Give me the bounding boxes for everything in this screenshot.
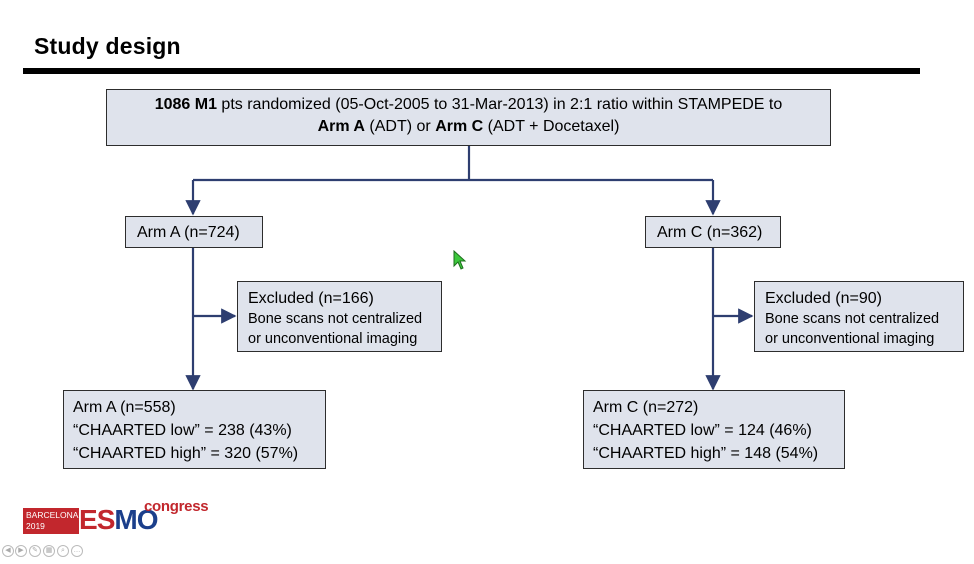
esmo-congress-logo: BARCELONA 2019 ESMO congress xyxy=(23,498,209,540)
slide-title: Study design xyxy=(34,33,181,59)
arm-a-excluded-reason-1: Bone scans not centralized xyxy=(248,311,423,327)
arm-c-name: Arm C xyxy=(435,118,484,135)
slideshow-controls[interactable]: ◀ ▶ ✎ ▦ ⌕ … xyxy=(0,545,110,559)
arm-c-chaarted-high: “CHAARTED high” = 148 (54%) xyxy=(593,445,819,462)
arm-a-final-box: Arm A (n=558) “CHAARTED low” = 238 (43%)… xyxy=(63,390,326,469)
previous-slide-icon[interactable]: ◀ xyxy=(2,545,14,557)
next-slide-icon[interactable]: ▶ xyxy=(15,545,27,557)
arm-c-treatment: (ADT + Docetaxel) xyxy=(483,118,620,135)
arm-a-final-label: Arm A (n=558) xyxy=(73,399,176,416)
logo-year: 2019 xyxy=(26,521,45,531)
arm-c-box: Arm C (n=362) xyxy=(645,216,781,248)
arm-c-chaarted-low: “CHAARTED low” = 124 (46%) xyxy=(593,422,812,439)
arm-a-chaarted-high: “CHAARTED high” = 320 (57%) xyxy=(73,445,299,462)
logo-suffix: congress xyxy=(144,498,209,515)
total-patients: 1086 M1 xyxy=(154,96,217,113)
title-underline xyxy=(23,68,920,74)
arm-a-excluded-title: Excluded (n=166) xyxy=(248,290,374,307)
arm-c-final-box: Arm C (n=272) “CHAARTED low” = 124 (46%)… xyxy=(583,390,845,469)
pen-icon[interactable]: ✎ xyxy=(29,545,41,557)
arm-c-excluded-reason-1: Bone scans not centralized xyxy=(765,311,940,327)
logo-city: BARCELONA xyxy=(26,510,79,520)
randomization-text: pts randomized (05-Oct-2005 to 31-Mar-20… xyxy=(216,96,783,113)
slides-icon[interactable]: ▦ xyxy=(43,545,55,557)
more-options-icon[interactable]: … xyxy=(71,545,83,557)
arm-a-treatment: (ADT) or xyxy=(364,118,436,135)
arm-a-excluded-reason-2: or unconventional imaging xyxy=(248,331,418,347)
arm-a-box: Arm A (n=724) xyxy=(125,216,263,248)
zoom-icon[interactable]: ⌕ xyxy=(57,545,69,557)
arm-c-excluded-reason-2: or unconventional imaging xyxy=(765,331,935,347)
randomization-box: 1086 M1 pts randomized (05-Oct-2005 to 3… xyxy=(106,89,831,146)
logo-brand: ESMO xyxy=(79,504,158,535)
arm-a-excluded-box: Excluded (n=166) Bone scans not centrali… xyxy=(237,281,442,352)
arm-a-chaarted-low: “CHAARTED low” = 238 (43%) xyxy=(73,422,292,439)
arm-c-final-label: Arm C (n=272) xyxy=(593,399,699,416)
mouse-pointer-icon xyxy=(453,250,467,270)
arm-c-excluded-title: Excluded (n=90) xyxy=(765,290,882,307)
logo-city-badge: BARCELONA 2019 xyxy=(23,508,79,534)
arm-a-name: Arm A xyxy=(317,118,365,135)
arm-c-excluded-box: Excluded (n=90) Bone scans not centraliz… xyxy=(754,281,964,352)
